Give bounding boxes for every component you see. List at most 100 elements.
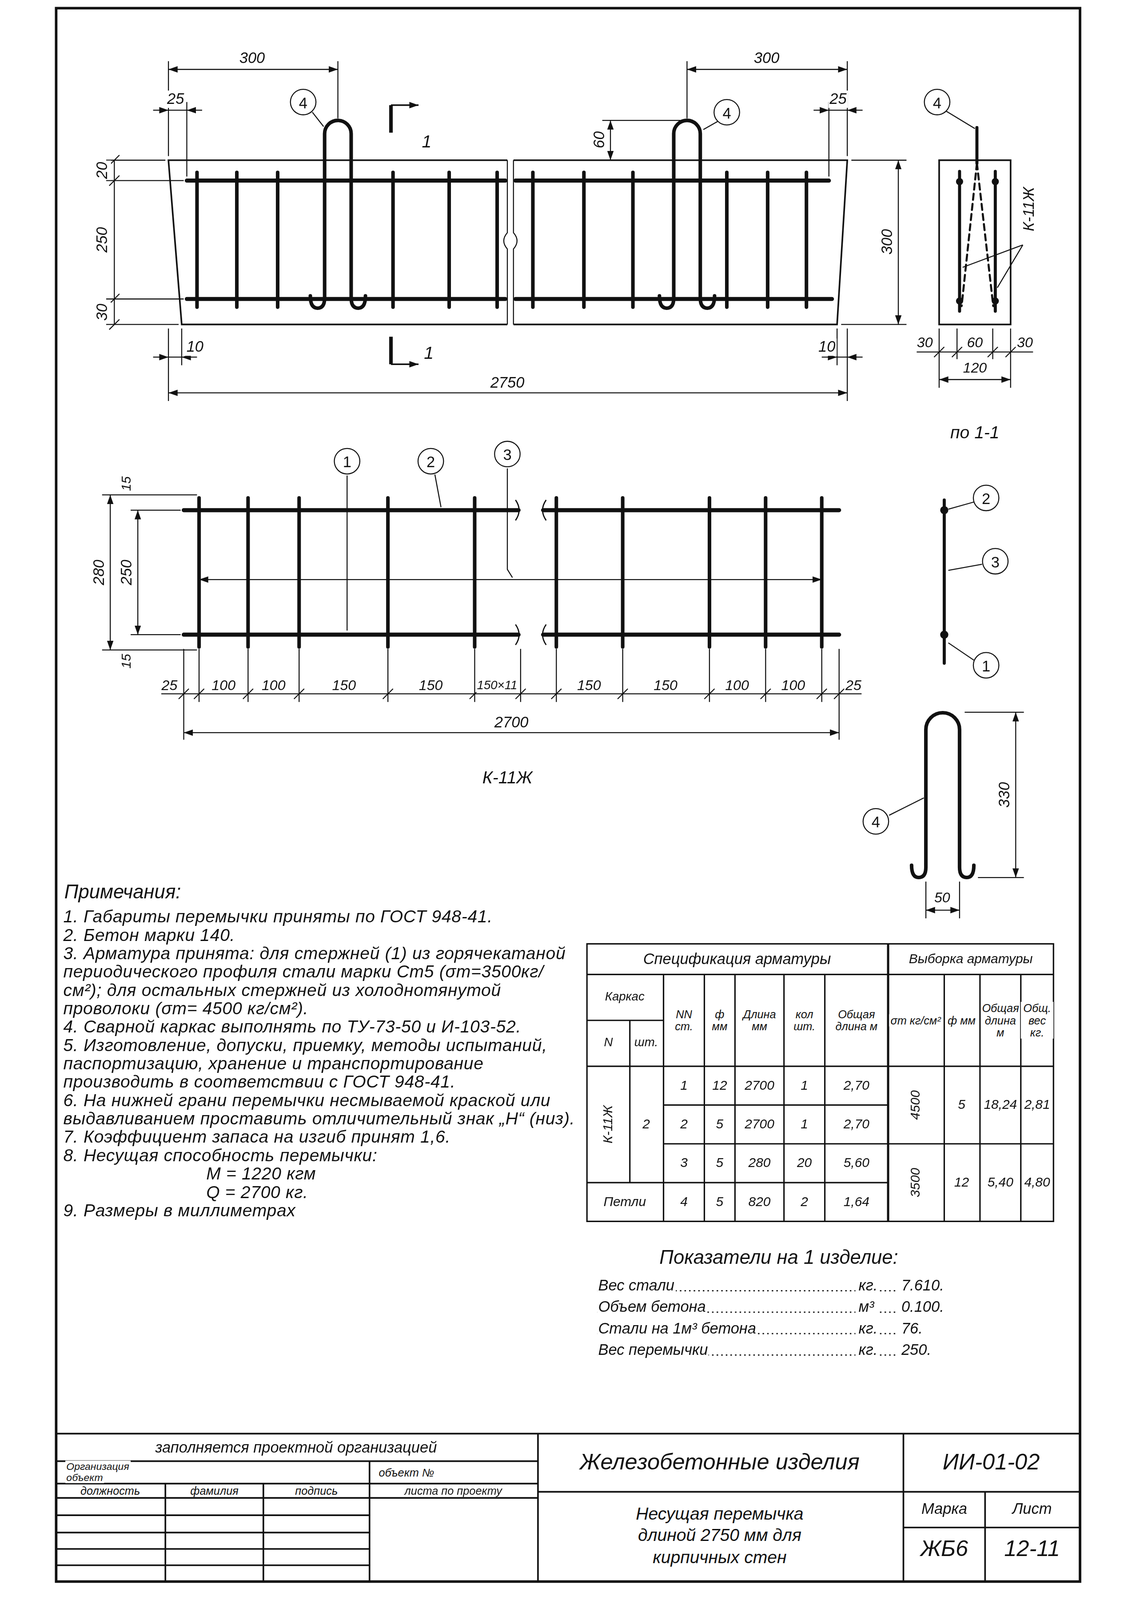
- rebar-section-dot: [940, 630, 949, 639]
- dimension-line: [168, 392, 848, 394]
- note-text: 4. Сварной каркас выполнять по ТУ-73-50 …: [63, 1018, 579, 1037]
- indicator-text: Стали на 1м³ бетона: [597, 1320, 758, 1338]
- rebar: [944, 127, 996, 664]
- dimension-text: 150: [576, 677, 602, 694]
- extension-line: [602, 119, 682, 121]
- extension-line: [109, 155, 120, 330]
- table-cell: 4500: [908, 1089, 924, 1122]
- table-cell: 20: [796, 1156, 814, 1172]
- table-cell: 3500: [908, 1167, 924, 1200]
- rebar: [183, 510, 840, 635]
- lifting-loop: [659, 120, 715, 309]
- title-block-text: заполняется проектной организацией: [154, 1440, 439, 1458]
- table-cell: Петли: [602, 1195, 647, 1210]
- callout-number: 4: [932, 94, 942, 110]
- dimension-arrow: [181, 356, 197, 358]
- leader-line: [962, 244, 1024, 288]
- dimension-arrow: [186, 109, 202, 111]
- note-text: М = 1220 кгм: [63, 1165, 579, 1184]
- leader-line: [346, 475, 348, 631]
- table-cell: 2: [799, 1195, 810, 1210]
- sheet-frame: [55, 7, 1081, 1583]
- table-grid: [586, 1105, 889, 1184]
- callout-number: 4: [722, 104, 731, 120]
- table-cell: 1,64: [842, 1195, 871, 1210]
- table-cell: 4,80: [1023, 1175, 1052, 1191]
- title-block-text: Несущая перемычка длиной 2750 мм для кир…: [629, 1503, 811, 1569]
- leader-line: [507, 468, 513, 578]
- title-block-grid: [165, 1461, 370, 1583]
- table-cell: 1: [799, 1117, 810, 1133]
- dimension-line: [199, 579, 822, 581]
- table-cell: К-11Ж: [601, 1104, 616, 1146]
- dimension-text: 150: [652, 677, 679, 694]
- indicator-text: Показатели на 1 изделие:: [658, 1247, 900, 1270]
- lintel-drawing: [55, 7, 1081, 1583]
- indicator-text: м³: [857, 1299, 876, 1316]
- note-text: Q = 2700 кг.: [63, 1183, 579, 1203]
- dimension-text: 10: [817, 338, 837, 356]
- break-mark: [515, 500, 547, 646]
- dimension-line: [109, 494, 111, 650]
- dimension-arrow: [821, 356, 838, 358]
- indicator-text: кг.: [857, 1277, 879, 1295]
- title-block-text: объект: [65, 1472, 104, 1484]
- callout-circle: 2: [972, 484, 1000, 512]
- dimension-line: [939, 379, 1011, 381]
- indicator-text: Вес перемычки: [597, 1342, 710, 1360]
- callout-number: 3: [991, 554, 1000, 570]
- table-cell: 820: [747, 1195, 772, 1210]
- leader-line: [888, 798, 924, 816]
- table-cell: 2700: [743, 1117, 776, 1133]
- notes-block: 1. Габариты перемычки приняты по ГОСТ 94…: [63, 908, 579, 1221]
- leader-line: [946, 111, 975, 129]
- indicator-text: кг.: [857, 1320, 879, 1338]
- table-header: Длина мм: [736, 1008, 784, 1034]
- dimension-text: 100: [724, 677, 750, 694]
- dimension-text: 15: [119, 653, 134, 670]
- leader-line: [312, 111, 1023, 816]
- dimension-arrow: [847, 109, 863, 111]
- dimension-line: [137, 510, 139, 635]
- dimension-text: 25: [844, 677, 863, 694]
- lifting-loop: [961, 163, 993, 307]
- extension-line: [102, 494, 198, 650]
- callout-number: 4: [298, 94, 308, 110]
- table-cell: 280: [747, 1156, 772, 1172]
- title-block-text: подпись: [294, 1485, 339, 1498]
- note-text: 5. Изготовление, допуски, приемку, метод…: [63, 1037, 579, 1093]
- note-text: 9. Размеры в миллиметрах: [63, 1202, 579, 1221]
- table-header: шт.: [633, 1036, 660, 1050]
- leader-line: [948, 502, 974, 510]
- title-block-text: фамилия: [189, 1485, 240, 1498]
- callout-circle: 1: [333, 448, 361, 475]
- table-cell: 1: [679, 1078, 689, 1094]
- table-header: N: [602, 1036, 614, 1050]
- dimension-text: 100: [780, 677, 806, 694]
- note-text: 6. На нижней грани перемычки несмываемой…: [63, 1092, 579, 1130]
- section-cut-mark: [389, 105, 393, 365]
- indicator-text: Объем бетона: [597, 1299, 707, 1316]
- callout-circle: 4: [862, 808, 890, 836]
- dimension-line: [168, 68, 338, 70]
- title-block-text: листа по проекту: [403, 1485, 503, 1498]
- table-cell: 2: [641, 1117, 651, 1133]
- lintel-outline: [168, 160, 848, 325]
- title-block-grid: [55, 1434, 1081, 1583]
- title-block-text: Организация: [65, 1461, 131, 1473]
- table-header: Каркас: [603, 990, 646, 1005]
- lifting-loop: [310, 120, 994, 878]
- rebar: [186, 180, 832, 300]
- rebar-section-dot: [991, 297, 999, 305]
- callout-circle: 2: [417, 448, 445, 475]
- callout-circle: 3: [494, 441, 521, 468]
- callout-number: 1: [981, 657, 991, 674]
- lintel-outline: [939, 160, 1011, 325]
- indicator-text: кг.: [857, 1342, 879, 1360]
- dimension-text: 30: [1016, 334, 1034, 351]
- table-cell: 5,40: [986, 1175, 1015, 1191]
- extension-line: [168, 61, 848, 177]
- table-header: Выборка арматуры: [907, 952, 1034, 967]
- title-block-text: Железобетонные изделия: [578, 1450, 861, 1476]
- title-block-text: Марка: [920, 1501, 969, 1519]
